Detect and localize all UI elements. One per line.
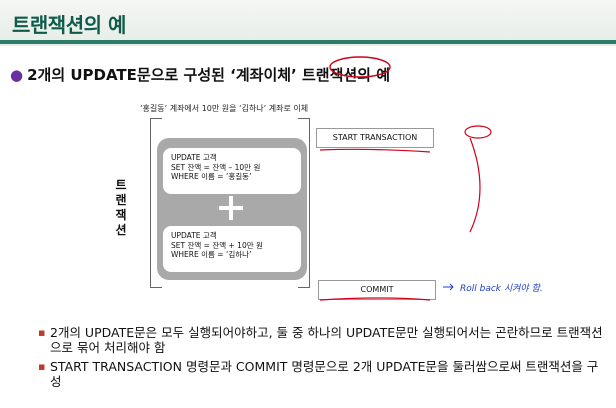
update-statement-1: UPDATE 고객 SET 잔액 = 잔액 – 10만 원 WHERE 이름 =…: [163, 148, 301, 194]
bullet-dot-icon: ●: [10, 66, 24, 84]
transaction-side-label: 트 랜 잭 션: [114, 178, 128, 238]
sql-line: WHERE 이름 = ‘김하나’: [171, 250, 252, 259]
arc-annotation: [469, 137, 481, 233]
sql-line: UPDATE 고객: [171, 231, 217, 240]
commit-box: COMMIT: [318, 280, 436, 300]
arrow-icon: [443, 283, 454, 291]
small-circle-annotation: [464, 125, 492, 139]
plus-icon: [219, 196, 243, 220]
update-statement-2: UPDATE 고객 SET 잔액 = 잔액 + 10만 원 WHERE 이름 =…: [163, 226, 301, 272]
bullet-item: 2개의 UPDATE문은 모두 실행되어야하고, 둘 중 하나의 UPDATE문…: [38, 325, 608, 355]
transfer-caption: ‘홍길동’ 계좌에서 10만 원을 ‘김하나’ 계좌로 이체: [140, 104, 309, 113]
rollback-note: Roll back 시켜야 함.: [460, 283, 543, 294]
bullet-list: 2개의 UPDATE문은 모두 실행되어야하고, 둘 중 하나의 UPDATE문…: [38, 325, 608, 393]
transaction-panel: UPDATE 고객 SET 잔액 = 잔액 – 10만 원 WHERE 이름 =…: [157, 138, 307, 280]
transaction-bracket: [150, 118, 310, 288]
bullet-item: START TRANSACTION 명령문과 COMMIT 명령문으로 2개 U…: [38, 359, 608, 389]
title-rule: [0, 40, 616, 44]
sql-line: WHERE 이름 = ‘홍길동’: [171, 172, 252, 181]
heading-text: 2개의 UPDATE문으로 구성된 ‘계좌이체’ 트랜잭션의 예: [27, 66, 390, 84]
sql-line: SET 잔액 = 잔액 – 10만 원: [171, 162, 261, 172]
side-label-char: 션: [115, 223, 127, 237]
title-bar: 트랜잭션의 예: [0, 0, 616, 46]
sql-line: SET 잔액 = 잔액 + 10만 원: [171, 240, 263, 250]
side-label-char: 랜: [115, 193, 127, 207]
side-label-char: 트: [115, 178, 127, 192]
sql-line: UPDATE 고객: [171, 153, 217, 162]
start-underline: [319, 148, 431, 153]
slide-title: 트랜잭션의 예: [12, 13, 126, 37]
start-transaction-box: START TRANSACTION: [316, 128, 434, 148]
side-label-char: 잭: [115, 208, 127, 222]
slide-heading: ●2개의 UPDATE문으로 구성된 ‘계좌이체’ 트랜잭션의 예: [10, 64, 390, 85]
